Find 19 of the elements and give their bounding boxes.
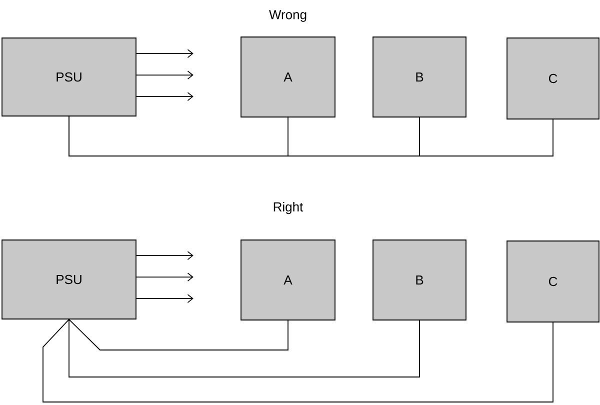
arrow: [136, 272, 194, 282]
section-heading: Right: [274, 202, 304, 214]
arrow: [136, 251, 194, 260]
wire: [68, 319, 288, 350]
block-box: B: [372, 36, 466, 118]
wire: [68, 319, 420, 378]
section-heading: Wrong: [269, 10, 306, 22]
arrow: [136, 70, 194, 80]
block-box: PSU: [2, 38, 136, 116]
block-box: A: [240, 240, 336, 320]
block-box: C: [506, 38, 600, 120]
block-box: A: [240, 36, 336, 118]
wire: [42, 319, 554, 402]
arrow: [136, 92, 194, 101]
arrow: [136, 294, 194, 303]
block-box: C: [506, 240, 600, 322]
block-box: PSU: [2, 240, 136, 320]
arrow: [136, 49, 194, 58]
block-box: B: [372, 240, 466, 320]
